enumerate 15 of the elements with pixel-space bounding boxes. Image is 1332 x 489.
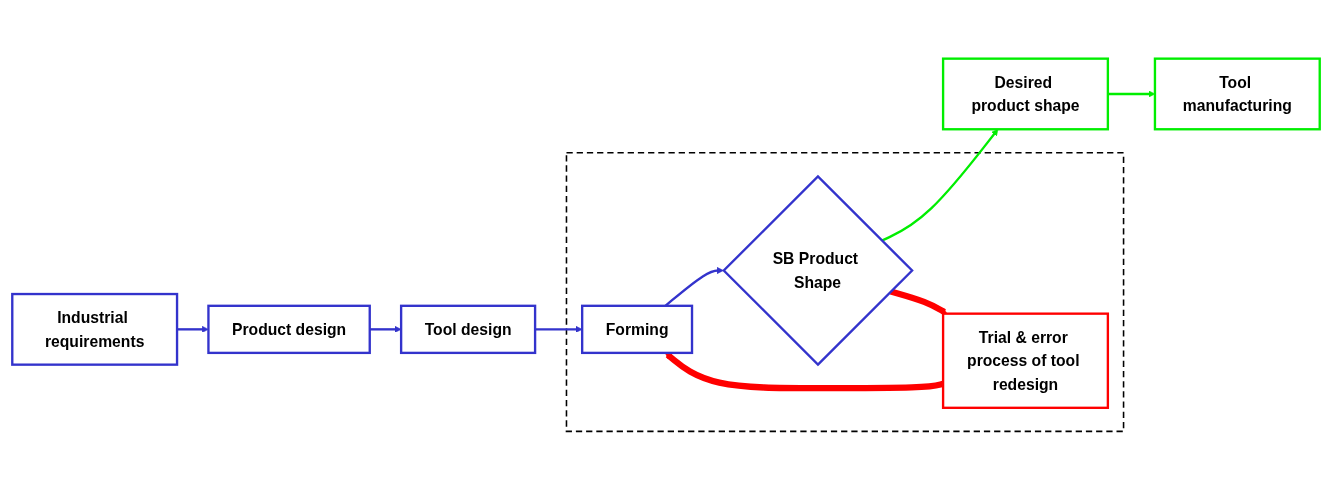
node-box: Product design (207, 304, 371, 354)
node-box: Tool design (399, 304, 537, 354)
node-box: Tool manufacturing (1153, 56, 1321, 130)
cluster (565, 151, 1125, 432)
arrow (889, 287, 948, 315)
arrow (177, 325, 209, 333)
arrow (369, 325, 402, 333)
node-box: Desired product shape (941, 56, 1110, 130)
node-box: Trial & error process of tool redesign (941, 312, 1110, 409)
arrow (535, 325, 583, 333)
node-box: Industrial requirements (11, 292, 179, 366)
node-box: Forming (581, 304, 694, 354)
arrow (665, 352, 944, 391)
arrow (881, 128, 999, 242)
node-diamond: SB Product Shape (722, 174, 914, 366)
